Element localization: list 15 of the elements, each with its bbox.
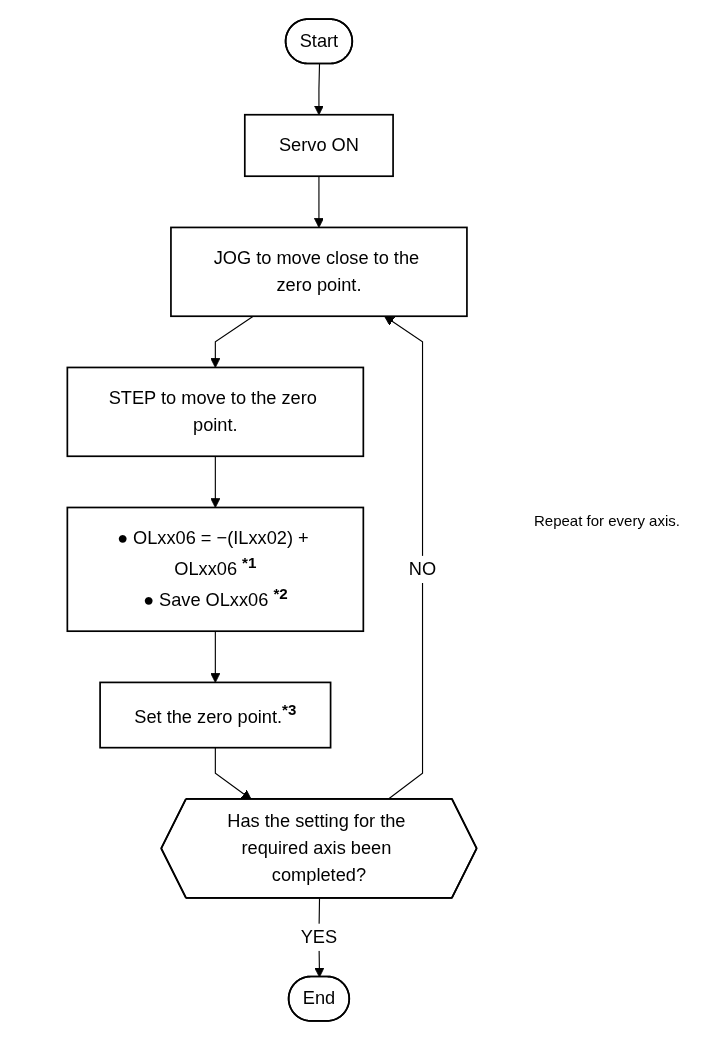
flowchart: YES NO Start Servo ON JOG to move close to the zero point. STEP to move to the zero point. ● OLxx06 = −(ILxx02) + OLxx06 $^{*1}$ ● Save OLxx06 $^{*2}$ Set the zero point.$^{*3}$ Has the setting for the required axis been completed? End (10, 10, 534, 1030)
arrow (210, 315, 254, 368)
arrow (210, 455, 221, 508)
arrow (210, 630, 221, 683)
node-box (99, 681, 332, 749)
node-box (170, 226, 468, 318)
note-text: Repeat for every axis. (534, 512, 681, 529)
arrow (313, 175, 324, 228)
arrow (313, 63, 324, 116)
node-box (243, 113, 394, 178)
arrow (214, 747, 252, 800)
edge-label: NO (408, 559, 437, 579)
edge-label: YES (300, 926, 338, 947)
node-box (66, 366, 365, 458)
node-box (66, 506, 365, 633)
